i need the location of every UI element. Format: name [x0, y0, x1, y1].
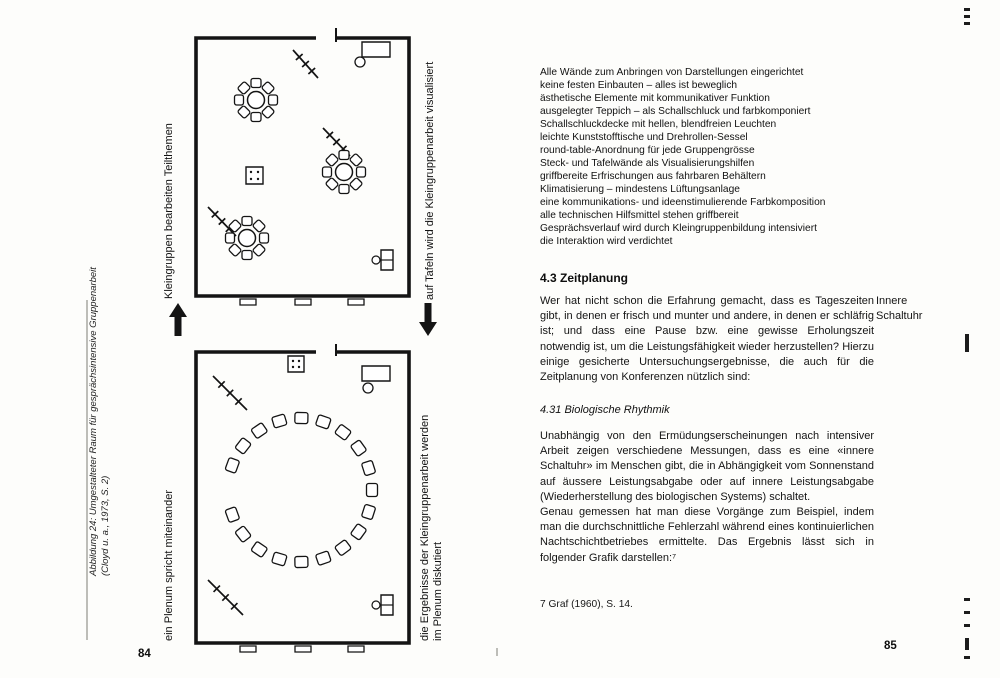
bottom-room-plan: [192, 344, 414, 662]
room-feature-list: Alle Wände zum Anbringen von Darstellung…: [540, 66, 890, 248]
figure-caption-line1: Abbildung 24: Umgestalteter Raum für ges…: [88, 267, 99, 576]
top-room-plan: [192, 28, 414, 318]
feature-line: die Interaktion wird verdichtet: [540, 236, 673, 247]
subsection-heading: 4.31 Biologische Rhythmik: [540, 404, 670, 416]
scan-artifact: [964, 656, 970, 659]
door-gap: [316, 34, 336, 42]
label-ergebnisse: die Ergebnisse der Kleingruppenarbeit we…: [419, 415, 445, 641]
scan-artifact: [496, 648, 498, 656]
plenum-circle: [225, 412, 378, 567]
section-heading: 4.3 Zeitplanung: [540, 271, 629, 285]
pinboard: [208, 580, 243, 615]
label-ergebnisse-line2: im Plenum diskutiert: [432, 541, 444, 641]
scan-artifact: [964, 15, 970, 18]
feature-line: round-table-Anordnung für jede Gruppengr…: [540, 145, 755, 156]
up-arrow-icon: [169, 303, 187, 336]
feature-line: Schallschluckdecke mit hellen, blendfrei…: [540, 119, 777, 130]
label-plenum-spricht: ein Plenum spricht miteinander: [163, 489, 175, 641]
label-auf-tafeln: auf Tafeln wird die Kleingruppenarbeit v…: [424, 61, 436, 300]
intro-paragraph: Wer hat nicht schon die Erfahrung gemach…: [540, 295, 874, 384]
door-marks: [240, 646, 364, 652]
label-ergebnisse-line1: die Ergebnisse der Kleingruppenarbeit we…: [419, 414, 431, 641]
figure-caption: Abbildung 24: Umgestalteter Raum für ges…: [88, 267, 112, 576]
equipment-cabinet: [372, 595, 393, 615]
pinboard: [208, 207, 236, 236]
left-page: Abbildung 24: Umgestalteter Raum für ges…: [88, 0, 445, 662]
body-paragraph-2: Genau gemessen hat man diese Vorgänge zu…: [540, 506, 874, 564]
scan-artifact: [964, 624, 970, 627]
scan-artifact: [965, 638, 969, 650]
footnote: 7 Graf (1960), S. 14.: [540, 599, 633, 610]
label-kleingruppen: Kleingruppen bearbeiten Teilthemen: [163, 123, 175, 299]
desk: [362, 366, 390, 393]
feature-line: griffbereite Erfrischungen aus fahrbaren…: [540, 171, 766, 182]
scan-artifact: [964, 598, 970, 601]
pinboard: [213, 376, 247, 410]
scan-artifact: [964, 611, 970, 614]
down-arrow-icon: [419, 303, 437, 336]
right-page: Alle Wände zum Anbringen von Darstellung…: [500, 0, 1000, 678]
feature-line: alle technischen Hilfsmittel stehen grif…: [540, 210, 739, 221]
feature-line: keine festen Einbauten – alles ist beweg…: [540, 80, 738, 91]
page-number-right: 85: [884, 640, 897, 652]
media-cart: [246, 167, 263, 184]
body-paragraph-1: Unabhängig von den Ermüdungserscheinunge…: [540, 430, 874, 503]
feature-line: eine kommunikations- und ideenstimuliere…: [540, 197, 826, 208]
group-table: [336, 164, 353, 181]
group-table: [248, 92, 265, 109]
page-number-left: 84: [138, 648, 151, 660]
figure-caption-line2: (Cloyd u. a., 1973, S. 2): [100, 475, 111, 576]
margin-note: Innere Schaltuhr: [876, 295, 923, 323]
feature-line: leichte Kunststofftische und Drehrollen-…: [540, 132, 748, 143]
group-chairs: [226, 217, 269, 260]
scan-artifact: [964, 22, 970, 25]
room-walls: [196, 28, 409, 296]
door-marks: [240, 299, 364, 305]
media-cart: [288, 356, 304, 372]
scan-artifact: [86, 300, 88, 640]
group-chairs: [323, 151, 366, 194]
feature-line: Alle Wände zum Anbringen von Darstellung…: [540, 67, 804, 78]
feature-line: Steck- und Tafelwände als Visualisierung…: [540, 158, 755, 169]
feature-line: Gesprächsverlauf wird durch Kleingruppen…: [540, 223, 817, 234]
room-walls: [196, 344, 409, 643]
group-table: [239, 230, 256, 247]
feature-line: ausgelegter Teppich – als Schallschluck …: [540, 106, 811, 117]
door-gap: [316, 348, 336, 356]
group-chairs: [235, 79, 278, 122]
scan-artifact: [964, 8, 970, 11]
scan-artifact: [965, 334, 969, 352]
feature-line: ästhetische Elemente mit kommunikativer …: [540, 93, 770, 104]
equipment-cabinet: [372, 250, 393, 270]
desk: [355, 42, 390, 67]
feature-line: Klimatisierung – mindestens Lüftungsanla…: [540, 184, 740, 195]
pinboard: [293, 50, 318, 78]
